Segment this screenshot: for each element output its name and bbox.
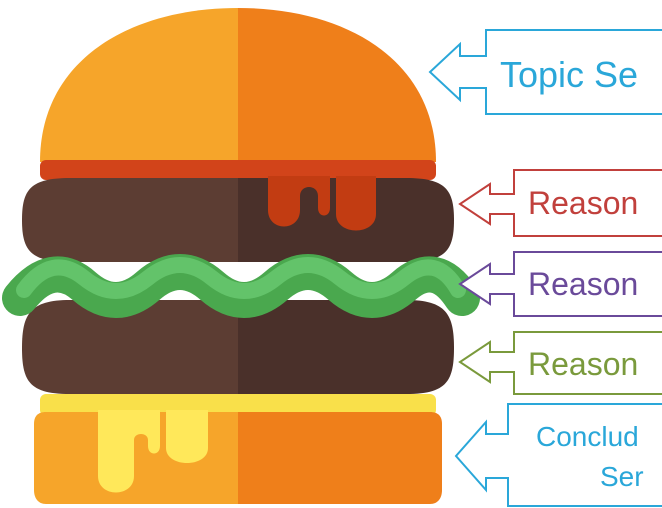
callout-reason-3-label: Reason — [528, 346, 638, 382]
sauce-drip-1 — [268, 176, 330, 227]
callout-reason-1-label: Reason — [528, 185, 638, 221]
cheese-drip-2 — [166, 410, 208, 463]
sauce-drips — [268, 176, 376, 231]
lettuce — [2, 254, 480, 318]
callout-reason-2-label: Reason — [528, 266, 638, 302]
callout-conclusion-label-line-2: Ser — [600, 461, 644, 492]
bottom-bun — [34, 412, 442, 504]
callout-conclusion: Conclud Ser — [454, 403, 662, 507]
cheese-drip-1 — [98, 410, 160, 493]
callout-reason-2-arrow — [458, 251, 662, 317]
callout-reason-1: Reason — [458, 169, 662, 237]
callout-conclusion-label-line-1: Conclud — [536, 421, 639, 452]
callout-reason-1-arrow — [458, 169, 662, 237]
lettuce-highlight — [16, 257, 466, 299]
patty-bottom — [22, 300, 454, 394]
callout-topic-label: Topic Se — [500, 54, 638, 95]
patty-bottom-right — [238, 300, 454, 394]
sauce-band — [40, 160, 436, 180]
cheese-drips — [98, 410, 208, 493]
top-bun-left — [40, 8, 238, 162]
callout-topic-arrow — [428, 29, 662, 115]
sauce-drip-2 — [336, 176, 376, 231]
bottom-bun-right — [238, 412, 442, 504]
callout-reason-3: Reason — [458, 331, 662, 395]
top-bun-right — [238, 8, 436, 162]
callout-reason-2: Reason — [458, 251, 662, 317]
callout-reason-3-arrow — [458, 331, 662, 395]
patty-bottom-left — [22, 300, 238, 394]
callout-conclusion-arrow — [454, 403, 662, 507]
patty-top — [22, 178, 454, 262]
patty-top-left — [22, 178, 238, 262]
callout-topic: Topic Se — [428, 29, 662, 115]
burger-illustration — [2, 8, 480, 504]
top-bun — [40, 8, 436, 162]
